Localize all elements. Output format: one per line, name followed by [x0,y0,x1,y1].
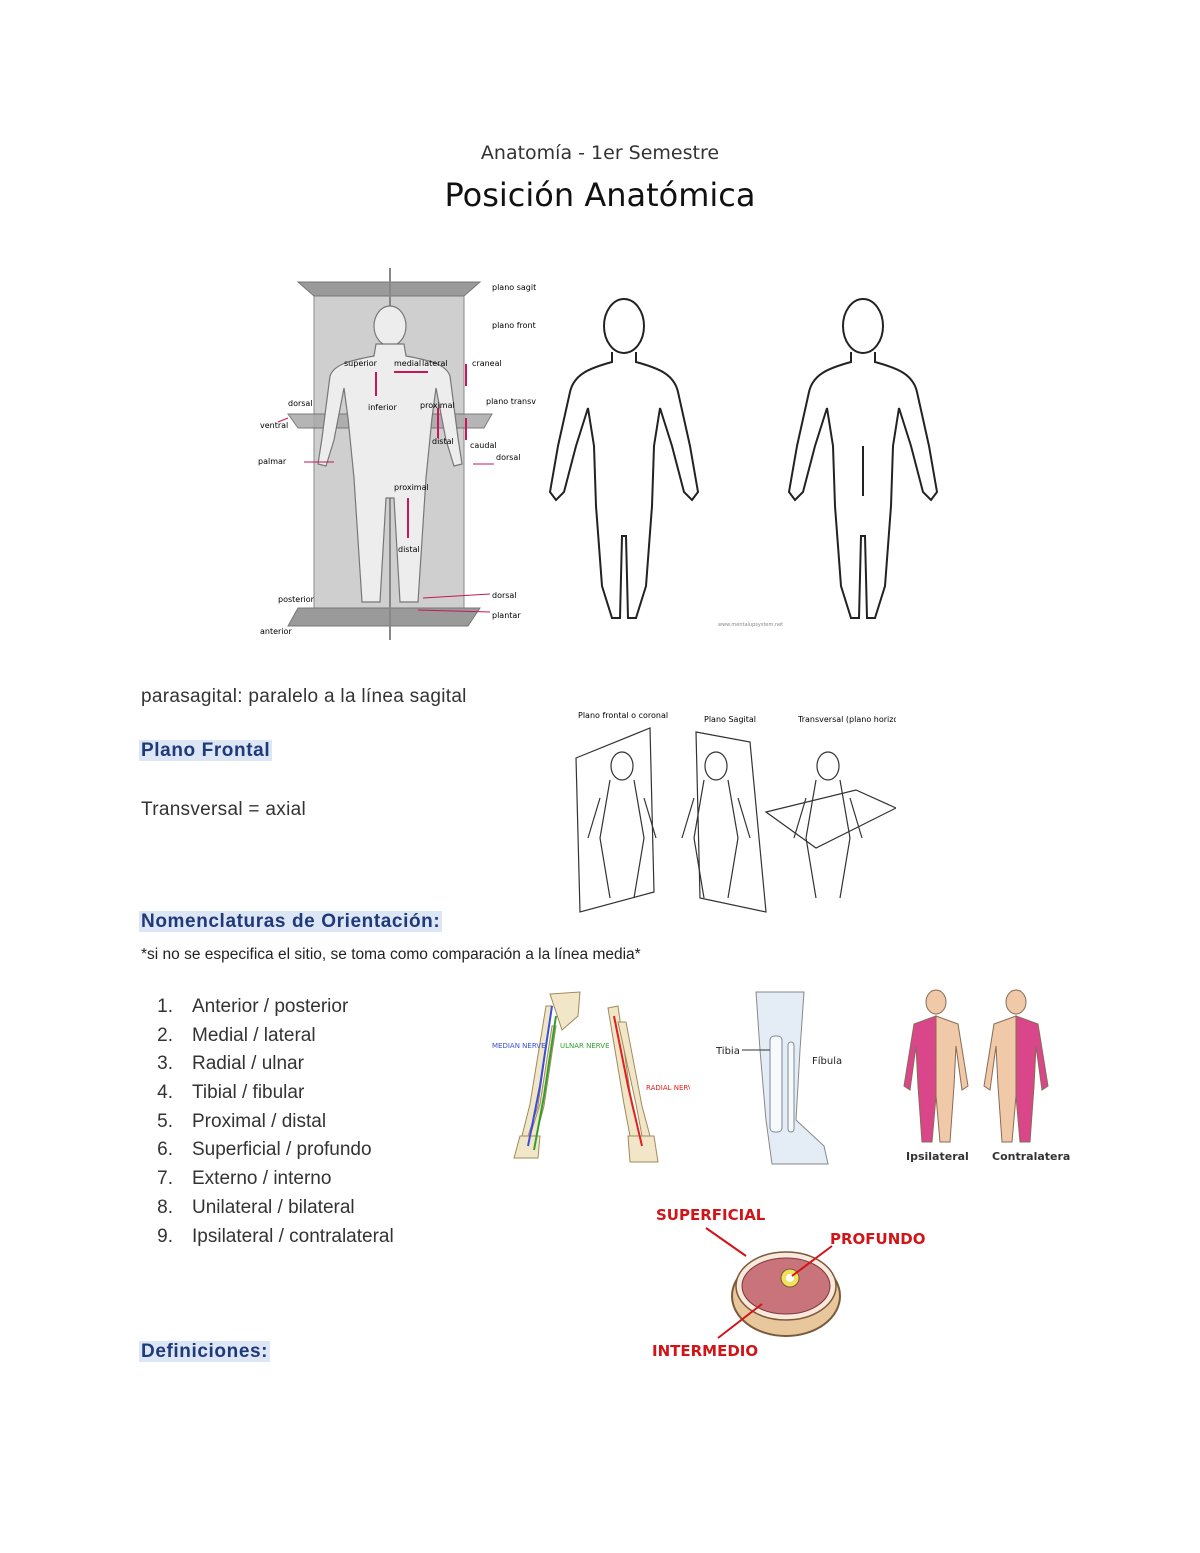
label-superior: superior [344,359,378,368]
leg-bones-figure: Tibia Fíbula [715,991,842,1165]
label-dorsal-right: dorsal [496,453,521,462]
page-subtitle: Anatomía - 1er Semestre [480,142,720,164]
arm-nerves-figure: MEDIAN NERVE ULNAR NERVE RADIAL NERVE [492,991,690,1163]
list-item: 9.Ipsilateral / contralateral [157,1225,394,1247]
list-item: 7.Externo / interno [157,1168,332,1190]
list-item: 4.Tibial / fibular [157,1082,305,1104]
label-lateral: lateral [422,359,448,368]
page-title: Posición Anatómica [444,176,756,214]
label-ulnar-nerve: ULNAR NERVE [560,1042,610,1050]
label-frontal-plane: Plano frontal o coronal [578,711,668,720]
label-cranial: craneal [472,359,502,368]
definiciones-heading: Definiciones: [139,1341,271,1362]
label-proximal-leg: proximal [394,483,429,492]
nomenclaturas-list: 1.Anterior / posterior 2.Medial / latera… [137,996,394,1254]
label-proximal-arm: proximal [420,401,455,410]
label-palmar: palmar [258,457,287,466]
nomenclaturas-note: *si no se especifica el sitio, se toma c… [141,946,641,963]
label-dorsal-left: dorsal [288,399,313,408]
plano-frontal-heading: Plano Frontal [139,740,273,761]
anatomical-planes-figure: plano sagital plano frontal superior med… [258,268,536,640]
label-posterior: posterior [278,595,315,604]
three-planes-figure: Plano frontal o coronal Plano Sagital Tr… [575,711,896,913]
list-item: 6.Superficial / profundo [157,1139,372,1161]
label-tibia: Tibia [715,1046,740,1057]
label-superficial: SUPERFICIAL [656,1206,766,1224]
label-plano-frontal: plano frontal [492,321,536,330]
label-profundo: PROFUNDO [830,1230,925,1248]
label-distal-arm: distal [432,437,454,446]
figure-credit: www.mentalupsystem.net [718,622,783,628]
label-medial: medial [394,359,421,368]
list-item: 2.Medial / lateral [157,1024,316,1046]
label-anterior: anterior [260,627,292,636]
label-distal-leg: distal [398,545,420,554]
depth-figure: SUPERFICIAL PROFUNDO INTERMEDIO [652,1206,925,1360]
list-item: 8.Unilateral / bilateral [157,1196,355,1218]
label-fibula: Fíbula [812,1055,842,1067]
label-caudal: caudal [470,441,497,450]
label-plano-transversal: plano transversal [486,397,536,406]
ipsi-contralateral-figure: Ipsilateral Contralateral [903,989,1070,1163]
transversal-text: Transversal = axial [141,799,306,820]
list-item: 1.Anterior / posterior [157,996,349,1017]
label-dorsal-foot: dorsal [492,591,517,600]
nomenclaturas-heading: Nomenclaturas de Orientación: [139,911,443,932]
label-inferior: inferior [368,403,397,412]
label-ipsilateral: Ipsilateral [906,1150,969,1163]
front-back-body-figure: www.mentalupsystem.net [548,298,939,628]
list-item: 3.Radial / ulnar [157,1053,304,1075]
label-transverse-plane: Transversal (plano horizontal) [797,715,896,724]
label-intermedio: INTERMEDIO [652,1342,758,1360]
label-plano-sagital: plano sagital [492,283,536,292]
list-item: 5.Proximal / distal [157,1110,327,1132]
label-plantar: plantar [492,611,521,620]
label-ventral: ventral [260,421,288,430]
parasagital-text: parasagital: paralelo a la línea sagital [141,686,467,707]
label-contralateral: Contralateral [992,1150,1070,1163]
label-median-nerve: MEDIAN NERVE [492,1042,546,1050]
label-sagittal-plane: Plano Sagital [704,715,756,724]
label-radial-nerve: RADIAL NERVE [646,1084,690,1092]
